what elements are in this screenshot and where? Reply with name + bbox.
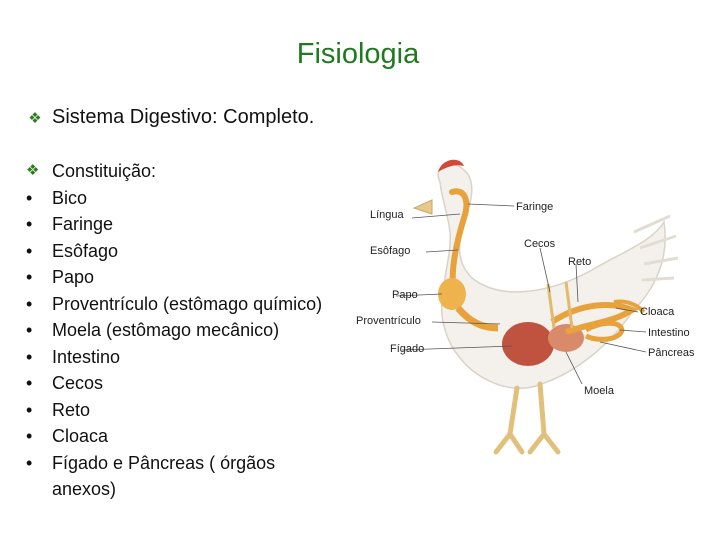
list-item: •Papo: [26, 264, 366, 291]
label-lingua: Língua: [370, 209, 405, 221]
leader-lines: [395, 203, 647, 385]
list-item: •Reto: [26, 397, 366, 424]
bullet-icon: •: [26, 240, 33, 261]
label-cecos: Cecos: [524, 238, 556, 250]
bullet-icon: •: [26, 399, 33, 420]
label-moela: Moela: [584, 385, 615, 397]
bullet-icon: •: [26, 293, 33, 314]
label-cloaca: Cloaca: [640, 306, 675, 318]
list-item: •Faringe: [26, 211, 366, 238]
bullet-icon: •: [26, 373, 33, 393]
bullet-icon: •: [26, 346, 33, 367]
list-item: •Moela (estômago mecânico): [26, 317, 366, 344]
subtitle-text: Sistema Digestivo: Completo.: [52, 106, 315, 128]
bullet-icon: •: [26, 320, 33, 340]
bullet-icon: •: [26, 452, 33, 473]
list-item: •Bico: [26, 185, 366, 212]
bullet-icon: •: [26, 187, 33, 208]
digestive-tract: [438, 188, 646, 366]
label-pancreas: Pâncreas: [648, 347, 695, 359]
label-esofago: Esôfago: [370, 245, 410, 257]
list-item: •Fígado e Pâncreas ( órgãos anexos): [26, 450, 366, 503]
diamond-bullet-icon: ❖: [26, 162, 40, 179]
bullet-icon: •: [26, 214, 33, 234]
organ-list: ❖Constituição: •Bico •Faringe •Esôfago •…: [26, 158, 366, 503]
list-item: •Cecos: [26, 370, 366, 397]
list-item: •Cloaca: [26, 423, 366, 450]
list-item: •Esôfago: [26, 238, 366, 265]
slide-title: Fisiologia: [296, 38, 420, 70]
label-proventriculo: Proventrículo: [356, 315, 421, 327]
list-header: ❖Constituição:: [26, 158, 366, 185]
label-figado: Fígado: [390, 343, 424, 355]
chicken-digestive-diagram: Língua Faringe Esôfago Cecos Reto Papo P…: [356, 159, 695, 455]
bullet-icon: •: [26, 426, 33, 446]
bullet-icon: •: [26, 267, 33, 287]
label-intestino: Intestino: [648, 327, 690, 339]
label-papo: Papo: [392, 289, 418, 301]
subtitle-line: ❖ Sistema Digestivo: Completo.: [26, 106, 314, 129]
list-item: •Proventrículo (estômago químico): [26, 291, 366, 318]
list-item: •Intestino: [26, 344, 366, 371]
label-faringe: Faringe: [516, 201, 553, 213]
diamond-bullet-icon: ❖: [28, 109, 42, 127]
label-reto: Reto: [568, 256, 591, 268]
